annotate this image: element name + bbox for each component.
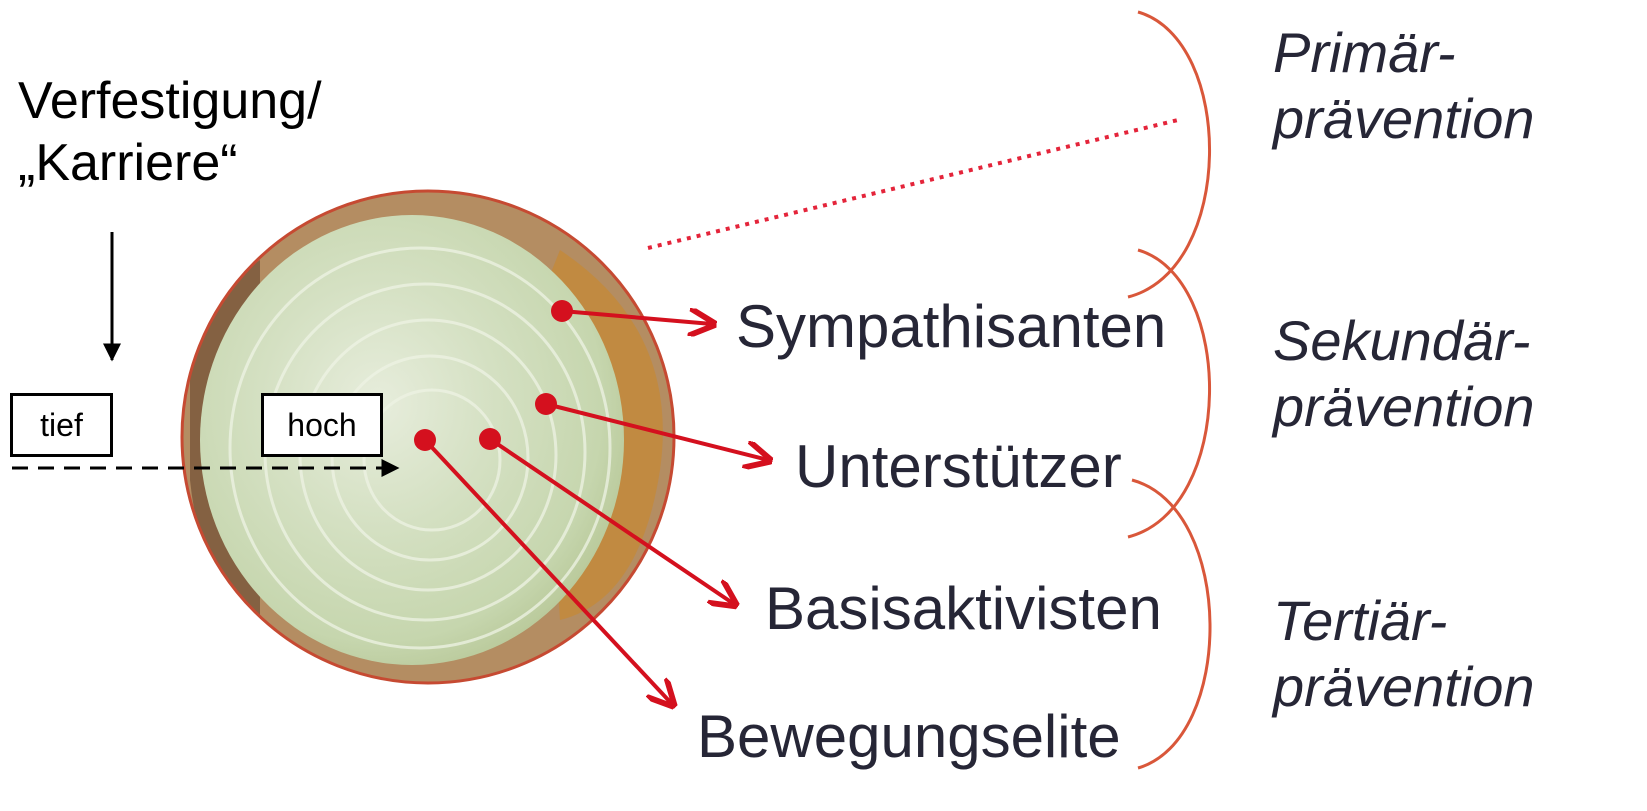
layer-label-sympathisanten: Sympathisanten <box>736 292 1166 362</box>
prevention-primaer-line2: prävention <box>1273 86 1535 152</box>
pointer-dot-basisaktivisten <box>479 428 501 450</box>
prevention-label-primaer: Primär- prävention <box>1273 20 1535 152</box>
prevention-sekundaer-line2: prävention <box>1273 374 1535 440</box>
prevention-tertiaer-line2: prävention <box>1273 654 1535 720</box>
prevention-brackets <box>1128 12 1210 768</box>
bracket-primaer <box>1128 12 1210 297</box>
layer-label-basisaktivisten: Basisaktivisten <box>765 574 1162 644</box>
heading-text: Verfestigung/ „Karriere“ <box>18 70 322 194</box>
layer-label-bewegungselite: Bewegungselite <box>697 702 1121 772</box>
pointer-dot-bewegungselite <box>414 429 436 451</box>
prevention-sekundaer-line1: Sekundär- <box>1273 308 1535 374</box>
heading-line1: Verfestigung/ <box>18 70 322 132</box>
prevention-label-tertiaer: Tertiär- prävention <box>1273 588 1535 720</box>
prevention-tertiaer-line1: Tertiär- <box>1273 588 1535 654</box>
dotted-connector-line <box>648 120 1178 248</box>
scale-high-box: hoch <box>261 393 383 457</box>
pointer-dot-sympathisanten <box>551 300 573 322</box>
layer-label-unterstuetzer: Unterstützer <box>795 432 1122 502</box>
heading-line2: „Karriere“ <box>18 132 322 194</box>
prevention-primaer-line1: Primär- <box>1273 20 1535 86</box>
pointer-dot-unterstuetzer <box>535 393 557 415</box>
scale-low-box: tief <box>10 393 113 457</box>
prevention-label-sekundaer: Sekundär- prävention <box>1273 308 1535 440</box>
